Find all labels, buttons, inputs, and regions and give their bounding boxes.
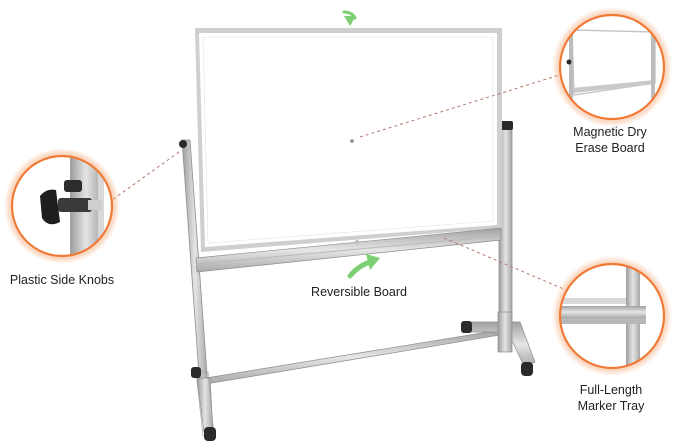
label-reversible-board: Reversible Board (300, 284, 418, 300)
stand-frame (179, 121, 536, 437)
board-anchor-dot (350, 139, 354, 143)
leader-lines (111, 72, 567, 291)
curved-arrow-up-icon (347, 254, 380, 279)
label-magnetic-dry-erase-board: Magnetic Dry Erase Board (552, 124, 668, 156)
label-tray-line1: Full-Length (579, 383, 643, 397)
label-reversible-board-text: Reversible Board (311, 285, 407, 299)
callout-marker-tray (552, 256, 672, 376)
label-tray-line2: Marker Tray (577, 399, 645, 413)
label-plastic-side-knobs: Plastic Side Knobs (6, 272, 118, 288)
label-board-line1: Magnetic Dry (573, 125, 647, 139)
label-plastic-side-knobs-text: Plastic Side Knobs (9, 273, 115, 287)
label-full-length-marker-tray: Full-Length Marker Tray (556, 382, 666, 414)
caster-wheels (191, 321, 533, 441)
curved-arrow-down-icon (342, 10, 357, 26)
whiteboard-panel (195, 28, 502, 252)
label-board-line2: Erase Board (575, 141, 645, 155)
callout-side-knobs (4, 148, 120, 264)
callout-board (552, 7, 672, 127)
